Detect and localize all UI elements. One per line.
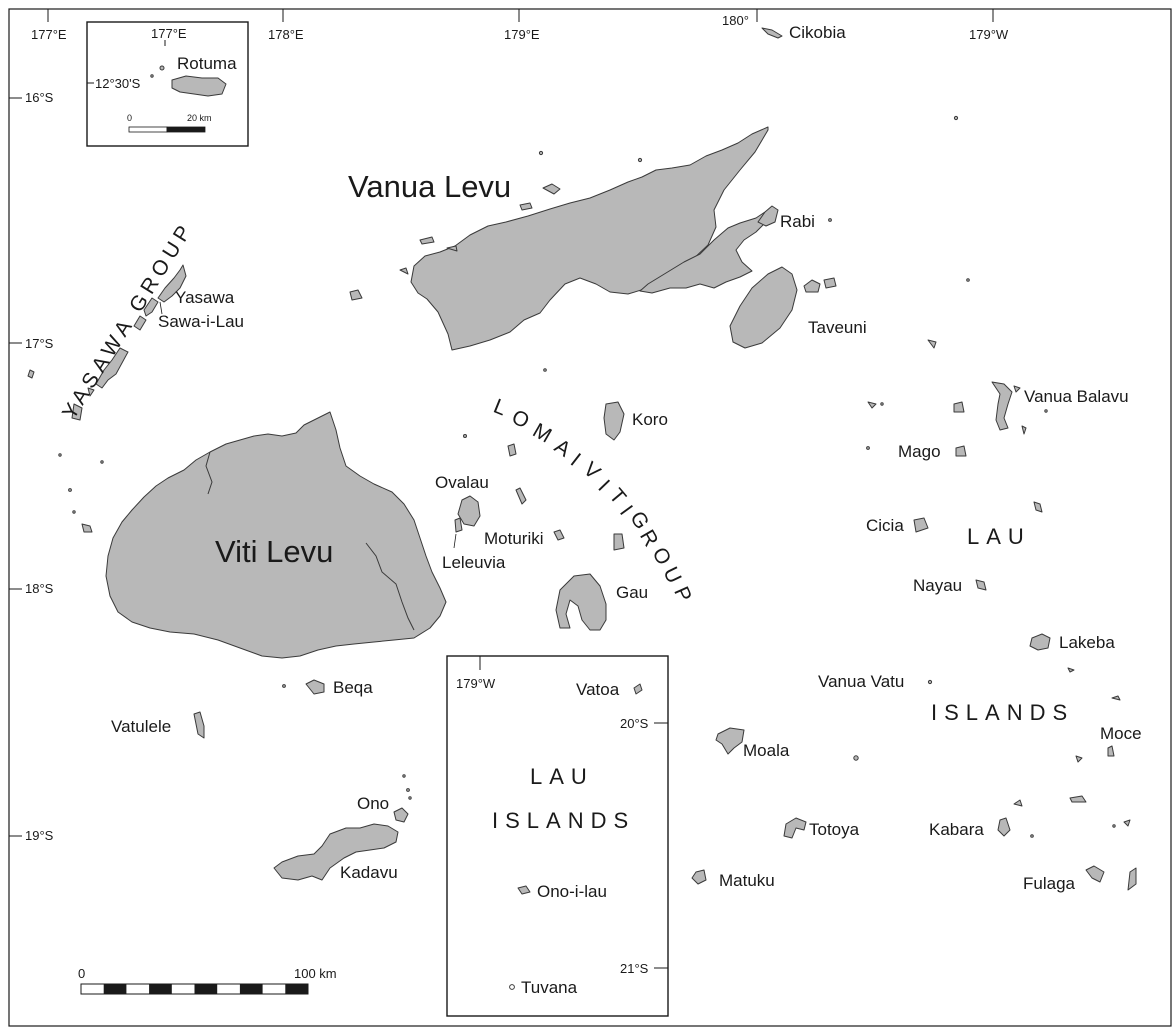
viti-levu-river <box>365 542 415 631</box>
lomaiviti-islands <box>454 401 625 631</box>
beqa-islet <box>282 684 286 688</box>
taveuni-island <box>729 266 798 349</box>
lau-label: LAU <box>967 524 1031 549</box>
gau-label: Gau <box>616 583 649 602</box>
scale-bar-end: 100 km <box>294 966 337 981</box>
lat-label-19s: 19°S <box>25 828 54 843</box>
totoya-island <box>783 817 807 839</box>
moala-island <box>715 727 745 755</box>
ono-label: Ono <box>357 794 390 813</box>
vanua-levu-label: Vanua Levu <box>348 169 512 204</box>
beqa-island <box>305 679 325 695</box>
rotuma-label: Rotuma <box>177 54 237 73</box>
longitude-ticks <box>47 9 994 22</box>
vanua-levu-islets <box>349 150 643 372</box>
ovalau-label: Ovalau <box>435 473 489 492</box>
lat-label-16s: 16°S <box>25 90 54 105</box>
lau-islands <box>853 115 1137 891</box>
lat-label-17s: 17°S <box>25 336 54 351</box>
kabara-label: Kabara <box>929 820 984 839</box>
vanua-vatu-label: Vanua Vatu <box>818 672 905 691</box>
cikobia-island <box>761 27 783 39</box>
lakeba-label: Lakeba <box>1059 633 1115 652</box>
koro-label: Koro <box>632 410 668 429</box>
vatoa-label: Vatoa <box>576 680 620 699</box>
ono-i-lau-label: Ono-i-lau <box>537 882 607 901</box>
rabi-island <box>757 205 779 227</box>
cicia-label: Cicia <box>866 516 904 535</box>
taveuni-islets <box>803 218 837 293</box>
lau-inset <box>446 655 669 1017</box>
taveuni-label: Taveuni <box>808 318 867 337</box>
lau-inset-lat-20: 20°S <box>620 716 649 731</box>
moala-label: Moala <box>743 741 790 760</box>
yasawa-chain <box>27 264 187 533</box>
moce-label: Moce <box>1100 724 1142 743</box>
rotuma-inset-lon: 177°E <box>151 26 187 41</box>
beqa-label: Beqa <box>333 678 373 697</box>
leleuvia-label: Leleuvia <box>442 553 506 572</box>
rabi-label: Rabi <box>780 212 815 231</box>
fulaga-label: Fulaga <box>1023 874 1075 893</box>
lon-label-177e: 177°E <box>31 27 67 42</box>
yasawa-label: Yasawa <box>175 288 235 307</box>
islands-label: ISLANDS <box>931 700 1075 725</box>
vanua-levu-east-peninsula <box>639 209 769 294</box>
tuvana-label: Tuvana <box>521 978 578 997</box>
map-frame <box>8 8 1172 1027</box>
viti-levu-island <box>105 411 447 659</box>
vatulele-label: Vatulele <box>111 717 172 736</box>
nayau-label: Nayau <box>913 576 963 595</box>
latitude-ticks <box>9 97 22 837</box>
vanua-levu-island <box>410 126 769 351</box>
kadavu-label: Kadavu <box>340 863 398 882</box>
cikobia-label: Cikobia <box>789 23 846 42</box>
kadavu-island <box>273 823 399 881</box>
sawa-i-lau-label: Sawa-i-Lau <box>158 312 244 331</box>
lon-label-179w: 179°W <box>969 27 1009 42</box>
inset-lau-label: LAU <box>530 764 594 789</box>
vanua-balavu-label: Vanua Balavu <box>1024 387 1129 406</box>
ono-islets <box>402 774 412 800</box>
matuku-island <box>691 869 707 885</box>
matuku-label: Matuku <box>719 871 775 890</box>
rotuma-inset-lat: 12°30'S <box>95 76 141 91</box>
lat-label-18s: 18°S <box>25 581 54 596</box>
inset-islands-label: ISLANDS <box>492 808 636 833</box>
lon-label-180: 180° <box>722 13 749 28</box>
vatulele-island <box>193 711 205 739</box>
lon-label-178e: 178°E <box>268 27 304 42</box>
ono-island <box>393 807 409 823</box>
mago-label: Mago <box>898 442 941 461</box>
viti-levu-label: Viti Levu <box>215 534 334 569</box>
lau-inset-lat-21: 21°S <box>620 961 649 976</box>
totoya-label: Totoya <box>809 820 860 839</box>
rotuma-inset <box>86 21 249 147</box>
lau-inset-lon: 179°W <box>456 676 496 691</box>
scale-bar <box>80 983 309 995</box>
scale-bar-zero: 0 <box>78 966 86 981</box>
rotuma-scale-end: 20 km <box>187 113 212 123</box>
rotuma-scale-zero: 0 <box>127 113 133 123</box>
viti-levu-boundary <box>205 451 213 495</box>
lon-label-179e: 179°E <box>504 27 540 42</box>
moturiki-label: Moturiki <box>484 529 544 548</box>
